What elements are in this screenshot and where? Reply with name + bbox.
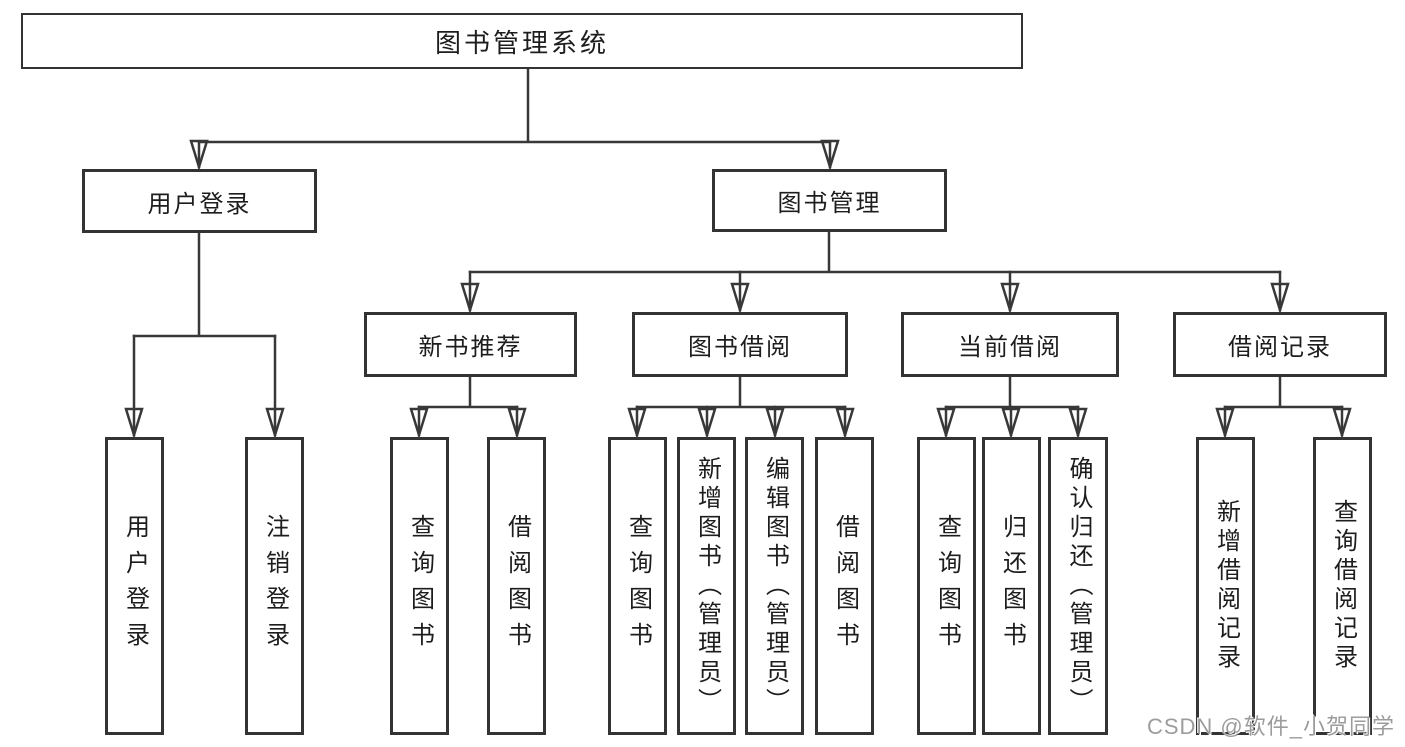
leaf-query-borrow-record: 查询借阅记录 (1313, 437, 1372, 735)
node-label: 图书管理 (777, 190, 882, 217)
node-label: 查询图书 (406, 514, 434, 658)
leaf-logout: 注销登录 (245, 437, 304, 735)
connector-book-mgmt-branch (468, 230, 1282, 274)
node-label: 图书管理系统 (434, 27, 609, 58)
node-label: 新增借阅记录 (1212, 499, 1240, 673)
leaf-borrow-books-1: 借阅图书 (487, 437, 546, 735)
node-label: 归还图书 (998, 514, 1026, 658)
node-user-login: 用户登录 (82, 169, 317, 233)
node-label: 当前借阅 (958, 334, 1062, 361)
node-new-book-recommend: 新书推荐 (364, 312, 577, 377)
node-book-borrow: 图书借阅 (632, 312, 848, 377)
node-label: 查询图书 (624, 514, 652, 658)
node-label: 借阅记录 (1228, 334, 1332, 361)
node-label: 新增图书（管理员） (693, 455, 721, 717)
leaf-borrow-books-2: 借阅图书 (815, 437, 874, 735)
node-label: 借阅图书 (503, 514, 531, 658)
node-label: 注销登录 (261, 514, 289, 658)
leaf-query-books-3: 查询图书 (917, 437, 976, 735)
leaf-user-login: 用户登录 (105, 437, 164, 735)
connector-user-login-branch (132, 231, 277, 338)
node-borrow-records: 借阅记录 (1173, 312, 1387, 377)
node-label: 图书借阅 (688, 334, 792, 361)
node-label: 编辑图书（管理员） (761, 455, 789, 717)
connector-new-books-branch (417, 375, 519, 409)
node-book-management: 图书管理 (712, 169, 947, 232)
node-label: 查询图书 (933, 514, 961, 658)
node-label: 确认归还（管理员） (1065, 455, 1092, 717)
node-current-borrow: 当前借阅 (901, 312, 1119, 377)
csdn-watermark: CSDN @软件_小贺同学 (1146, 714, 1395, 739)
node-label: 查询借阅记录 (1329, 499, 1357, 673)
leaf-query-books-1: 查询图书 (390, 437, 449, 735)
node-label: 新书推荐 (418, 334, 523, 361)
node-label: 用户登录 (121, 514, 149, 658)
node-label: 用户登录 (147, 190, 252, 218)
node-label: 借阅图书 (831, 514, 859, 658)
leaf-add-books-admin: 新增图书（管理员） (677, 437, 736, 735)
connector-borrow-records-branch (1223, 375, 1344, 409)
connector-book-borrow-branch (635, 375, 847, 409)
connector-root-branch (197, 67, 832, 144)
node-library-system: 图书管理系统 (21, 13, 1023, 69)
leaf-confirm-return-admin: 确认归还（管理员） (1048, 437, 1108, 735)
leaf-query-books-2: 查询图书 (608, 437, 667, 735)
leaf-edit-books-admin: 编辑图书（管理员） (745, 437, 804, 735)
leaf-return-books: 归还图书 (982, 437, 1041, 735)
leaf-add-borrow-record: 新增借阅记录 (1196, 437, 1255, 735)
connector-current-borrow-branch (944, 375, 1080, 409)
